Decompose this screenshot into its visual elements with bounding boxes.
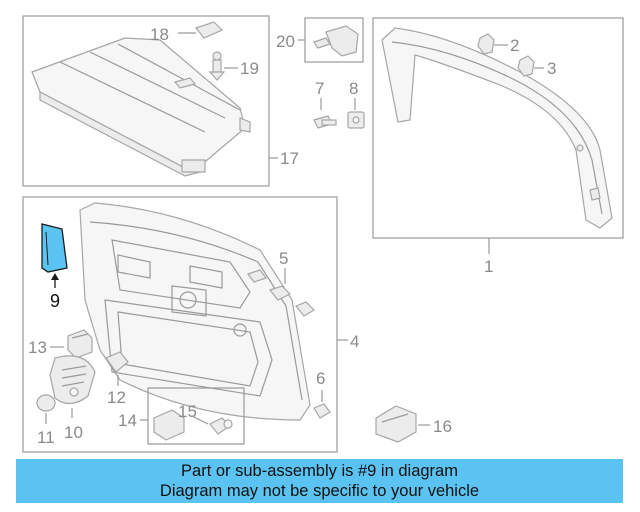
- part-19-push-pin: [208, 51, 226, 81]
- part-7-screw: 7: [313, 79, 337, 129]
- callout-2: 2: [510, 36, 519, 55]
- group-box-1: [372, 17, 624, 239]
- part-3-clip: [517, 55, 535, 77]
- callout-20: 20: [276, 32, 295, 51]
- callout-12: 12: [107, 388, 126, 407]
- parts-diagram: 18 19 17 20 7 8: [22, 15, 624, 453]
- callout-19: 19: [240, 59, 259, 78]
- part-5b-clip: [295, 301, 315, 317]
- info-banner: Part or sub-assembly is #9 in diagram Di…: [16, 459, 623, 503]
- part-9-highlighted: 9: [41, 223, 68, 311]
- callout-1: 1: [484, 257, 493, 276]
- part-13-switch: [67, 329, 93, 359]
- callout-17: 17: [280, 149, 299, 168]
- callout-14: 14: [118, 411, 137, 430]
- callout-6: 6: [316, 369, 325, 388]
- group-box-17: [22, 15, 270, 187]
- callout-5: 5: [279, 249, 288, 268]
- part-6-clip: [313, 403, 331, 419]
- part-10-handle-bezel: [49, 355, 96, 405]
- callout-4: 4: [350, 332, 359, 351]
- callout-9: 9: [50, 291, 60, 311]
- part-18-clip: [194, 21, 224, 39]
- part-12-lamp: [105, 351, 129, 373]
- trim-panel-group: 9 5 4 6: [22, 196, 359, 453]
- cargo-cover-part: [31, 37, 251, 177]
- banner-line-2: Diagram may not be specific to your vehi…: [159, 482, 480, 500]
- part-8-nut: 8: [347, 79, 365, 129]
- part-16-lamp: [375, 405, 417, 443]
- callout-15: 15: [178, 402, 197, 421]
- callout-11: 11: [37, 428, 55, 447]
- group-box-14: [147, 387, 245, 445]
- part-9-shape: [41, 223, 68, 273]
- callout-16: 16: [433, 417, 452, 436]
- part-15-bulb: [209, 417, 233, 435]
- part-14-lamp-housing: [153, 409, 185, 441]
- callout-10: 10: [64, 423, 83, 442]
- callout-18: 18: [150, 25, 169, 44]
- callout-3: 3: [547, 59, 556, 78]
- callout-13: 13: [28, 338, 47, 357]
- callout-7: 7: [315, 79, 324, 98]
- banner-line-1: Part or sub-assembly is #9 in diagram: [181, 462, 458, 480]
- part-11-cap: [36, 394, 56, 412]
- weatherstrip-part: [381, 27, 613, 229]
- cargo-cover-group: 18 19 17: [22, 15, 299, 187]
- clip-group-20: 20: [276, 17, 364, 63]
- weatherstrip-group: 2 3 1: [372, 17, 624, 276]
- part-5-clip: [247, 269, 292, 301]
- callout-8: 8: [349, 79, 358, 98]
- part-2-clip: [477, 33, 495, 55]
- group-box-4: [22, 196, 338, 453]
